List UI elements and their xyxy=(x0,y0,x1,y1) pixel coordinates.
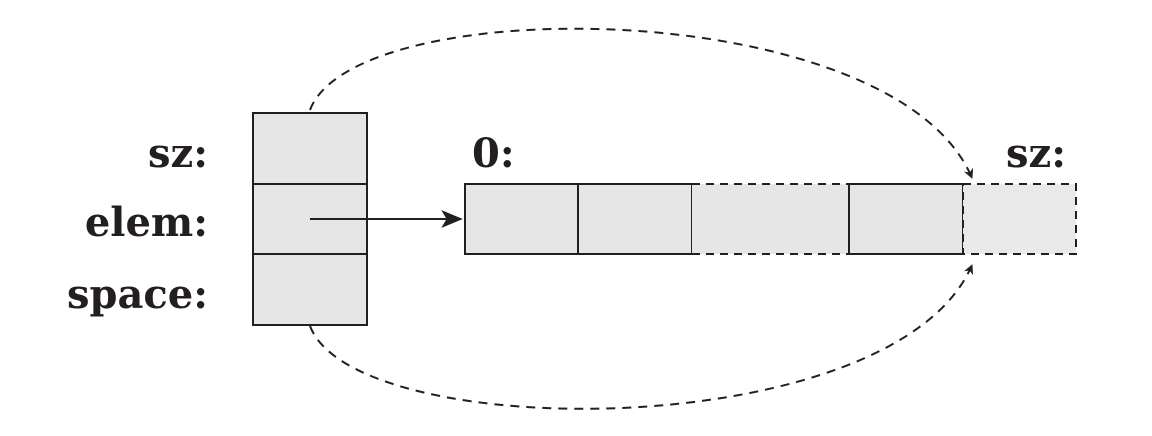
space-field-box xyxy=(252,253,368,326)
element-cell-0 xyxy=(464,183,579,255)
elided-cells-fill xyxy=(692,184,849,254)
element-cell-1 xyxy=(577,183,693,255)
field-label-space: space: xyxy=(67,271,208,318)
vector-object xyxy=(252,112,368,326)
array-end-label: sz: xyxy=(1006,130,1066,177)
space-pointer-arrow xyxy=(309,264,974,410)
field-label-elem: elem: xyxy=(85,199,208,246)
element-cell-last xyxy=(848,183,964,255)
sz-pointer-arrow xyxy=(309,27,974,179)
array-start-label: 0: xyxy=(472,130,515,177)
one-past-end-cell xyxy=(962,183,1077,255)
field-label-sz: sz: xyxy=(148,130,208,177)
element-array xyxy=(464,183,1077,255)
sz-field-box xyxy=(252,112,368,185)
